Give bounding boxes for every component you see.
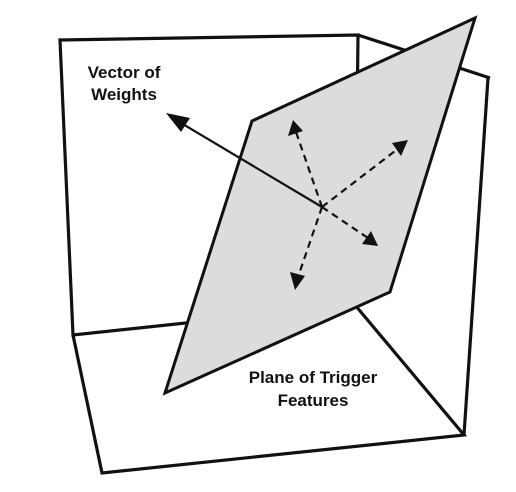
box-floor [71,303,468,475]
plane-feature-vectors [288,120,408,290]
feature-vector-down-right [321,206,369,239]
feature-vector-down [296,206,324,278]
feature-vector-up-arrowhead-icon [288,120,303,136]
feature-vector-up [294,131,324,208]
vector-label-line2: Weights [91,85,157,104]
feature-vector-up-right-arrowhead-icon [392,140,408,156]
weight-vector-arrowhead-icon [166,113,190,132]
feature-vector-down-arrowhead-icon [290,272,305,290]
box-right-edge [462,77,490,436]
plane-label-line2: Features [278,391,349,410]
feature-vector-down-right-arrowhead-icon [362,231,378,246]
weight-vector-arrow [175,119,323,208]
feature-vector-up-right [321,147,400,208]
vector-label-line1: Vector of [88,63,161,82]
plane-label-line1: Plane of Trigger [249,368,378,387]
